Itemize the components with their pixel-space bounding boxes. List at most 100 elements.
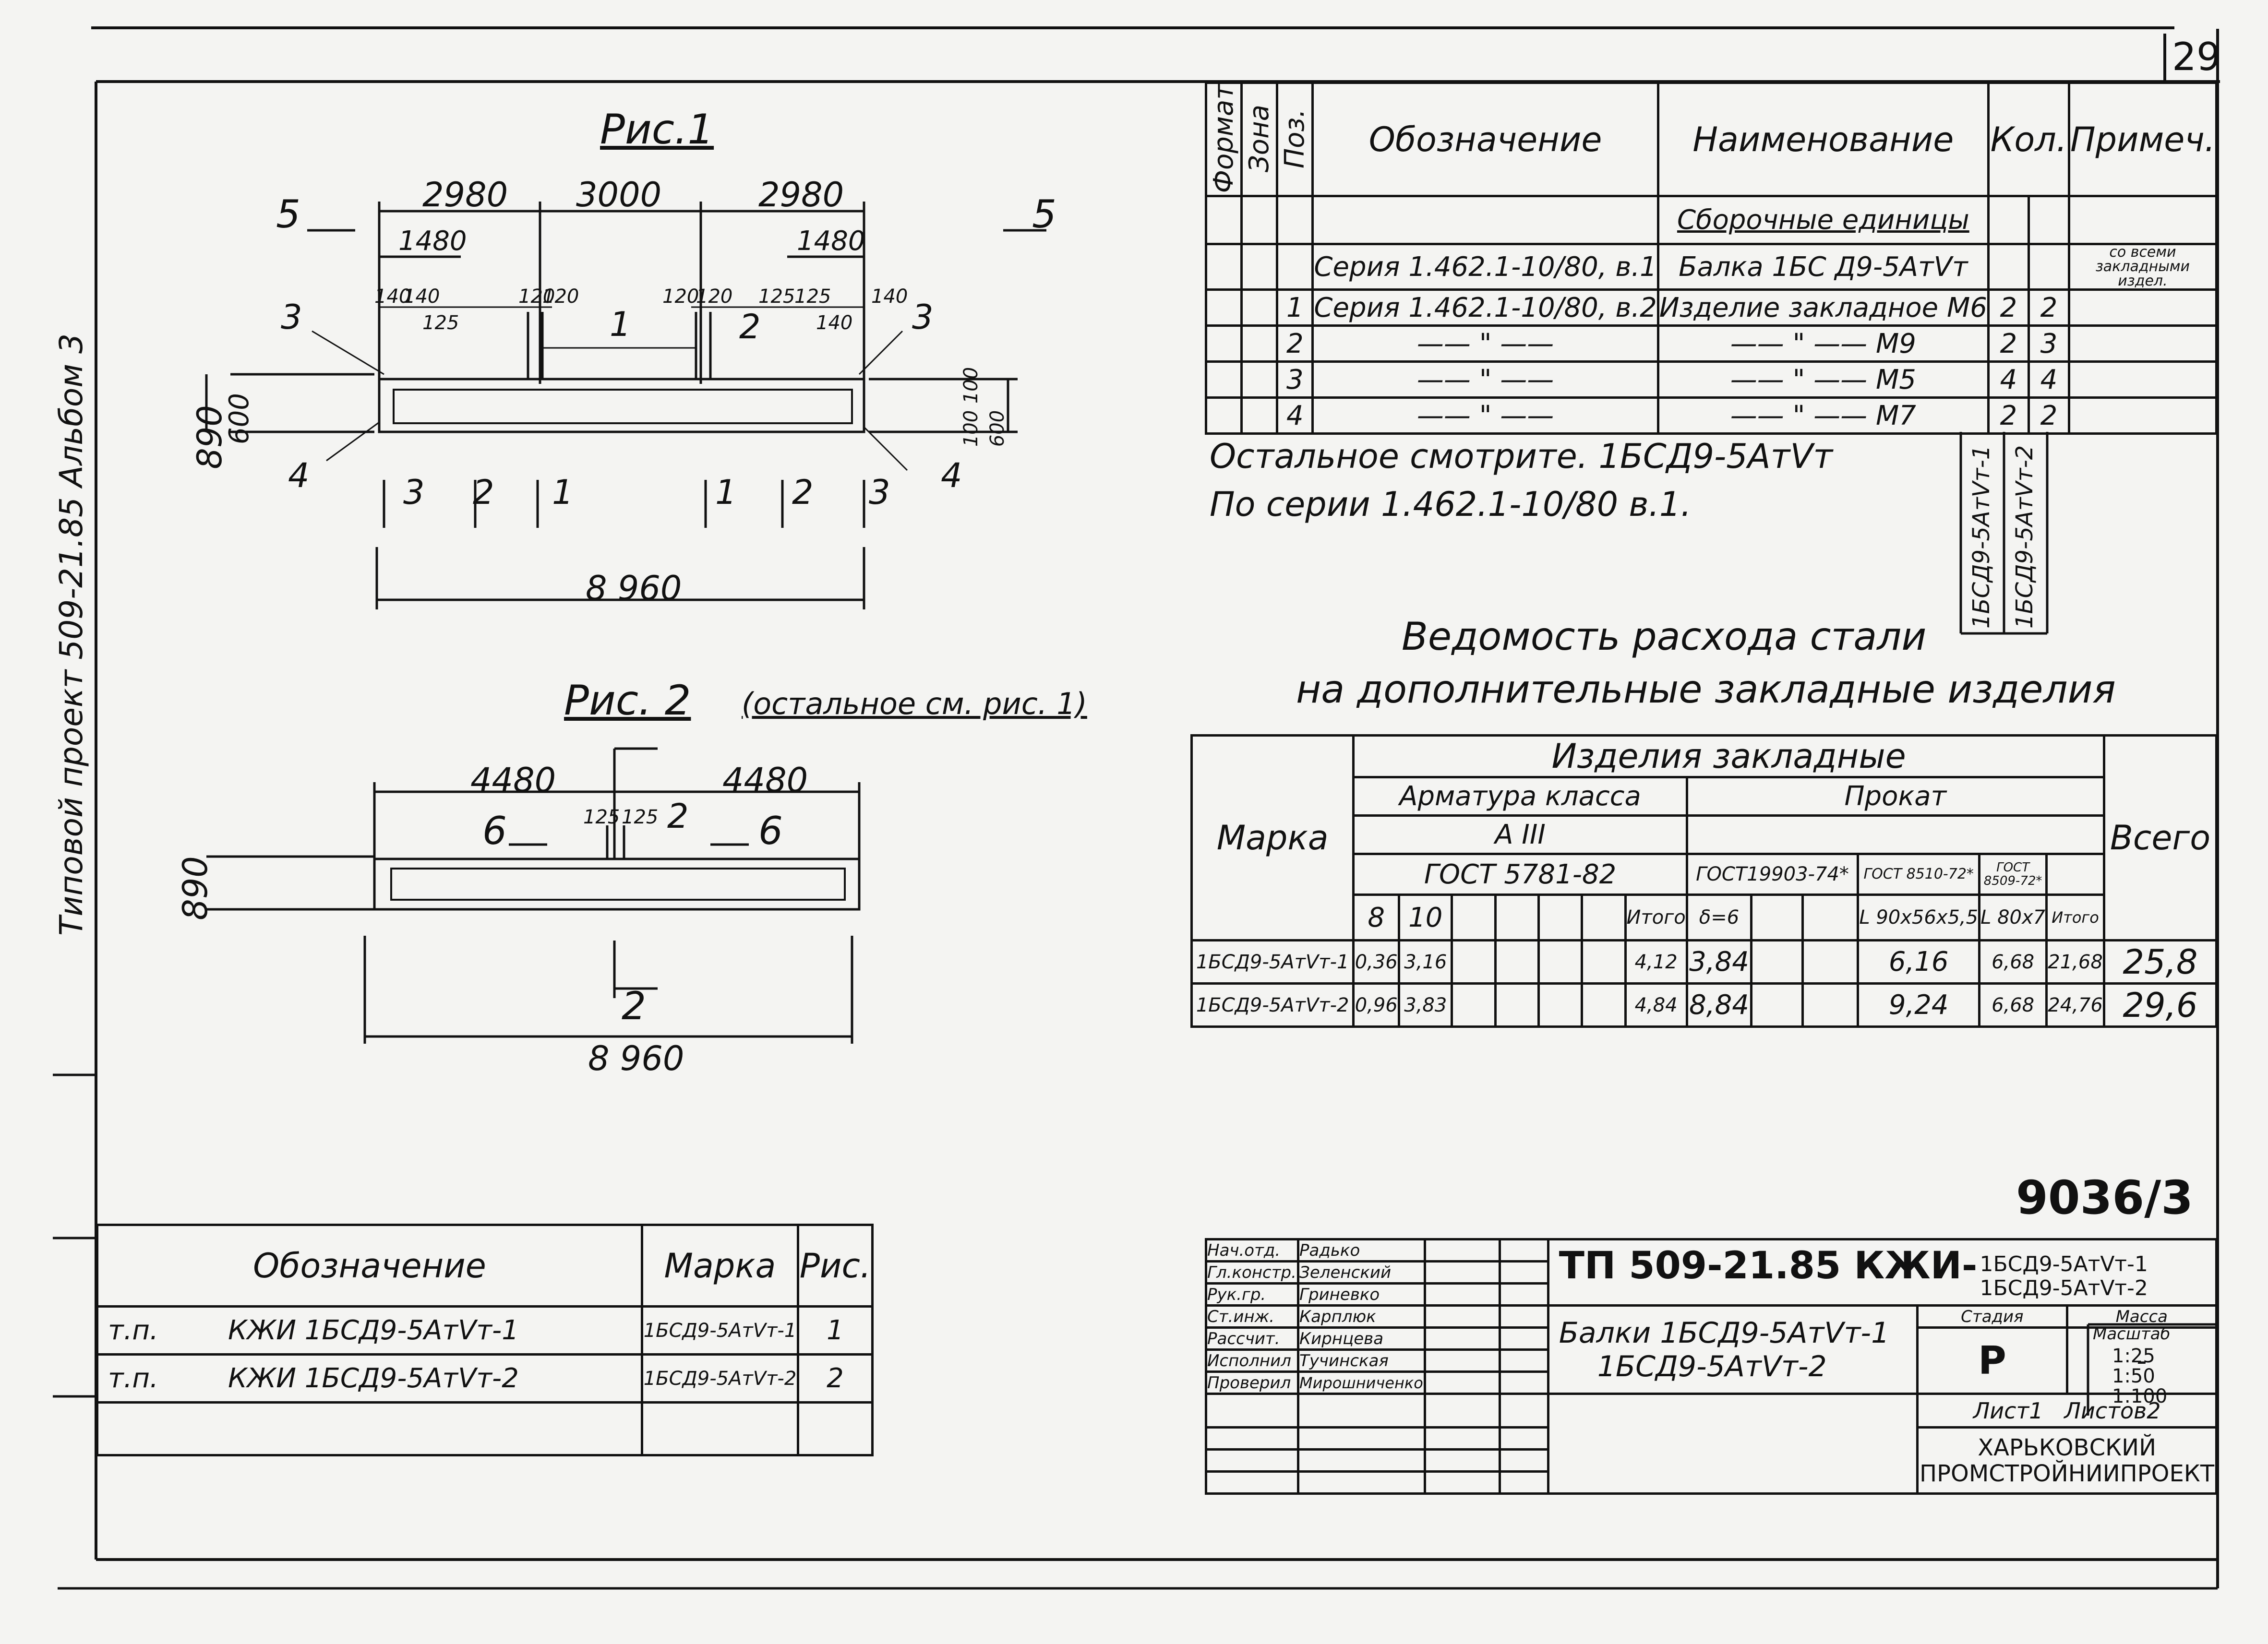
fig1-dim-2980-left: 2980: [422, 175, 508, 214]
fig1-dim-140d: 140: [871, 286, 908, 308]
fig2-dim-4480-left: 4480: [470, 761, 556, 800]
spec-h-format: Формат: [1204, 81, 1243, 198]
steel-h-gost5781: ГОСТ 5781-82: [1352, 853, 1688, 896]
steel-h-gost8510: ГОСТ 8510-72*: [1857, 853, 1981, 896]
fig1-section-2-left: 2: [473, 473, 494, 512]
steel-h-angle2: L 80x7: [1978, 893, 2048, 941]
spec-table: Формат Зона Поз. Обозначение Наименовани…: [1204, 81, 2218, 435]
fig1-title: Рис.1: [600, 106, 714, 154]
steel-title-1: Ведомость расхода стали: [1402, 614, 1927, 659]
stamp-title: Балки 1БСД9-5АтVт-1 1БСД9-5АтVт-2: [1547, 1304, 1919, 1395]
fig2-pos-2: 2: [667, 797, 689, 836]
steel-h-a3: А III: [1352, 814, 1688, 855]
stamp-project: ТП 509-21.85 КЖИ- 1БСД9-5АтVт-1 1БСД9-5А…: [1547, 1238, 2218, 1307]
steel-h-armatura: Арматура класса: [1352, 776, 1688, 817]
fig2-section-6-left: 6: [482, 809, 507, 853]
fig1-section-5-left: 5: [276, 192, 300, 237]
stamp-scale-2: 1:50: [2112, 1365, 2155, 1387]
stamp-mark-2: 1БСД9-5АтVт-2: [1980, 1275, 2148, 1300]
spec-remark-1: Остальное смотрите. 1БСД9-5АтVт: [1210, 437, 1833, 476]
fig1-dim-140b: 140: [403, 286, 440, 308]
spec-h-name: Наименование: [1656, 81, 1990, 198]
steel-h-marka: Марка: [1190, 734, 1355, 941]
fig1-dim-1480-left: 1480: [398, 226, 467, 257]
fig1-dim-120c: 120: [662, 286, 699, 308]
spec-section: Сборочные единицы: [1656, 195, 1990, 246]
steel-h-gost19903: ГОСТ19903-74*: [1685, 853, 1860, 896]
fig1-pos-2: 2: [739, 307, 761, 346]
list-h-oboz: Обозначение: [96, 1224, 643, 1308]
list-row: т.п. КЖИ 1БСД9-5АтVт-1 1БСД9-5АтVт-1 1: [96, 1305, 874, 1356]
steel-h-d6: δ=6: [1685, 893, 1753, 941]
steel-h-izdelia: Изделия закладные: [1352, 734, 2105, 778]
fig1-section-1-right: 1: [715, 473, 737, 512]
steel-h-gost8509: ГОСТ 8509-72*: [1978, 853, 2048, 896]
fig1-dim-120b: 120: [542, 286, 579, 308]
fig1-dim-3000: 3000: [576, 175, 662, 214]
fig2-dim-4480-right: 4480: [722, 761, 808, 800]
list-table: Обозначение Марка Рис. т.п. КЖИ 1БСД9-5А…: [96, 1224, 874, 1456]
fig2-total-length: 8 960: [588, 1039, 684, 1078]
fig2-title: Рис. 2: [564, 677, 691, 725]
spec-h-note: Примеч.: [2067, 81, 2218, 198]
spec-remark-2: По серии 1.462.1-10/80 в.1.: [1210, 485, 1692, 524]
steel-row: 1БСД9-5АтVт-1 0,36 3,16 4,12 3,84 6,16 6…: [1190, 939, 2218, 985]
fig1-section-2-right: 2: [792, 473, 814, 512]
stamp-h-masshtab: Масштаб: [2093, 1324, 2171, 1344]
list-h-marka: Марка: [641, 1224, 799, 1308]
fig1-dim-125: 125: [422, 312, 459, 334]
fig1-dim-120d: 120: [696, 286, 733, 308]
fig1-section-3-left: 3: [403, 473, 425, 512]
stamp-sheets: Лист1 Листов2: [1916, 1393, 2218, 1429]
steel-h-itogo1: Итого: [1624, 893, 1688, 941]
fig1-dim-140a: 140: [374, 286, 411, 308]
fig2-dim-125b: 125: [622, 806, 659, 828]
steel-row: 1БСД9-5АтVт-2 0,96 3,83 4,84 8,84 9,24 6…: [1190, 982, 2218, 1028]
stamp-stadia: Р: [1916, 1326, 2068, 1395]
fig2-section-6-right: 6: [758, 809, 783, 853]
fig1-dim-1480-right: 1480: [797, 226, 865, 257]
steel-title-2: на дополнительные закладные изделия: [1296, 667, 2116, 712]
fig1-section-5-right: 5: [1032, 192, 1056, 237]
fig1-beam-outline: [378, 378, 865, 433]
steel-h-prokat: Прокат: [1685, 776, 2105, 817]
fig1-section-3-right: 3: [869, 473, 890, 512]
spec-h-pos: Поз.: [1276, 81, 1314, 198]
title-stamp: Нач.отд. Радько ТП 509-21.85 КЖИ- 1БСД9-…: [1204, 1238, 2218, 1495]
sheet-code: 9036/3: [2016, 1171, 2194, 1225]
fig2-dim-125a: 125: [583, 806, 620, 828]
fig1-dim-125b: 125: [758, 286, 795, 308]
steel-h-itogo2: Итого: [2045, 893, 2105, 941]
sheet-number: 29: [2172, 35, 2221, 79]
fig1-dim-125c: 125: [794, 286, 831, 308]
fig1-pos-1: 1: [610, 305, 631, 344]
steel-h-8: 8: [1352, 893, 1401, 941]
list-row: т.п. КЖИ 1БСД9-5АтVт-2 1БСД9-5АтVт-2 2: [96, 1353, 874, 1404]
spec-row: 1 Серия 1.462.1-10/80, в.2 Изделие закла…: [1204, 288, 2218, 327]
fig1-section-1-left: 1: [552, 473, 574, 512]
steel-h-10: 10: [1398, 893, 1453, 941]
stamp-scale-1: 1:25: [2112, 1345, 2155, 1367]
spec-h-zone: Зона: [1240, 81, 1279, 198]
list-h-ris: Рис.: [797, 1224, 874, 1308]
steel-h-vsego: Всего: [2102, 734, 2218, 941]
fig1-dim-120a: 120: [518, 286, 555, 308]
stamp-org: ХАРЬКОВСКИЙ ПРОМСТРОЙНИИПРОЕКТ: [1916, 1426, 2218, 1495]
steel-table: Марка Изделия закладные Всего Арматура к…: [1190, 734, 2218, 1028]
spec-h-qty: Кол.: [1987, 81, 2070, 198]
stamp-mark-1: 1БСД9-5АтVт-1: [1980, 1251, 2148, 1276]
spec-row: Серия 1.462.1-10/80, в.1 Балка 1БС Д9-5А…: [1204, 243, 2218, 291]
fig1-dim-2980-right: 2980: [758, 175, 844, 214]
spec-h-oboz: Обозначение: [1311, 81, 1659, 198]
fig2-note: (остальное см. рис. 1): [742, 686, 1087, 721]
fig2-beam-outline: [373, 858, 861, 911]
stamp-h-stadia: Стадия: [1916, 1304, 2068, 1329]
stamp-scale-3: 1:100: [2112, 1385, 2168, 1407]
